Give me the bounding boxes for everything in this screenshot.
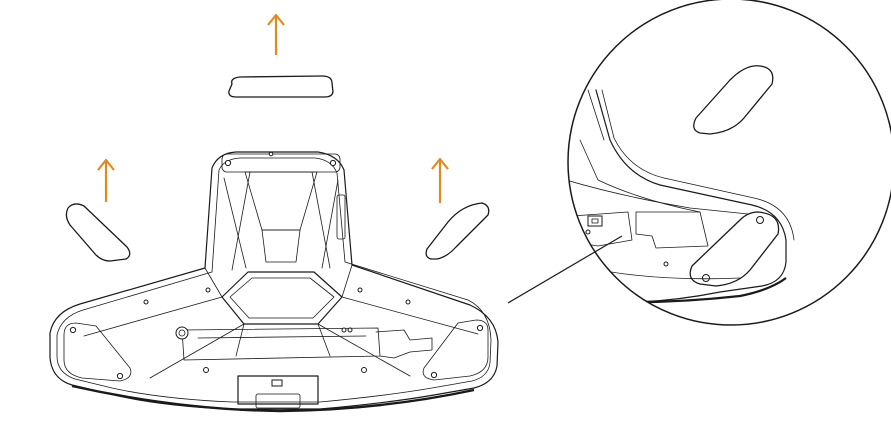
glide-pad-top [228, 75, 334, 98]
lift-arrow-top [267, 13, 285, 55]
lift-arrow-right [431, 157, 449, 203]
glide-pad-left [65, 203, 131, 262]
mouse-underside [49, 151, 499, 413]
lift-arrow-left [97, 158, 115, 202]
glide-pad-right [425, 202, 490, 260]
detail-magnifier [567, 0, 891, 326]
magnifier-leader-line [507, 235, 623, 304]
